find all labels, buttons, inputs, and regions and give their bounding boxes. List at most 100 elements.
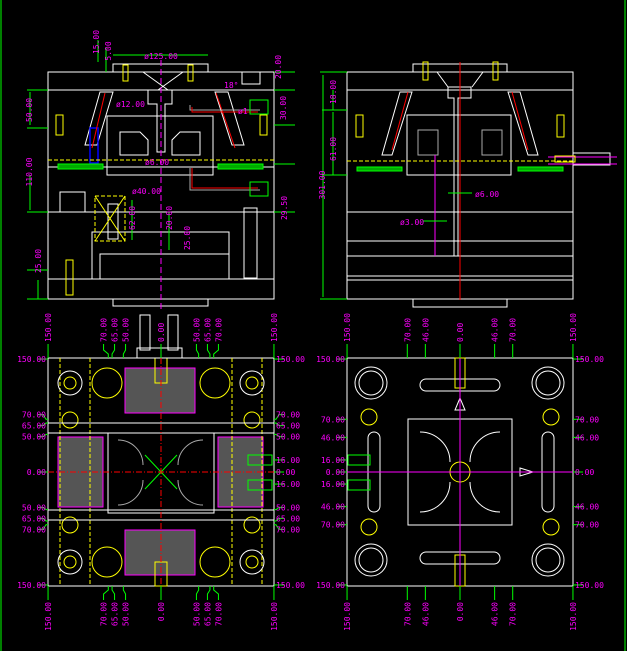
plan-left-dim-left-3: 50.00 <box>22 433 46 442</box>
plan-right-dim-top-6: 150.00 <box>569 313 578 342</box>
dim-20-top: 20.00 <box>274 55 283 79</box>
dimension-extension-line <box>38 524 48 530</box>
plan-left-dim-right-2: 65.00 <box>276 422 300 431</box>
dimension-extension-line <box>213 586 219 600</box>
plan-left-dim-bottom-3: 50.00 <box>122 602 131 626</box>
plan-right-dim-left-7: 70.00 <box>321 521 345 530</box>
front-section-right-view <box>320 61 617 308</box>
plan-left-dim-left-6: 65.00 <box>22 514 46 523</box>
dim-dia-125: ø125.00 <box>144 52 178 61</box>
dim-110: 110.00 <box>25 157 34 186</box>
dim-62: 62.00 <box>128 206 137 230</box>
plan-left-dim-right-10: 150.00 <box>276 581 305 590</box>
plan-right-dim-right-4: 46.00 <box>575 503 599 512</box>
dimension-extension-line <box>274 517 284 522</box>
plan-left-dim-left-1: 70.00 <box>22 411 46 420</box>
dim-30: 30.00 <box>279 96 288 120</box>
plan-right-dim-left-8: 150.00 <box>316 581 345 590</box>
dimension-extension-line <box>195 344 200 358</box>
dim-25-mid: 25.00 <box>183 226 192 250</box>
plan-left-dim-top-6: 65.00 <box>203 318 212 342</box>
dim-dia-12: ø12.00 <box>116 100 145 109</box>
dim-5: 5.00 <box>104 41 113 60</box>
plan-left-dim-right-3: 50.00 <box>276 433 300 442</box>
dimension-extension-line <box>195 586 200 600</box>
plan-right-dim-bottom-2: 46.00 <box>421 602 430 626</box>
dimension-extension-line <box>38 517 48 522</box>
dim-18: 18.00 <box>329 80 338 104</box>
dim-20-mid: 20.00 <box>165 206 174 230</box>
dim-25-bottom: 25.00 <box>34 249 43 273</box>
plan-left-dim-bottom-4: 0.00 <box>157 602 166 621</box>
plan-left-dim-right-7: 50.00 <box>276 503 300 512</box>
plan-left-dim-bottom-5: 50.00 <box>192 602 201 626</box>
plan-left-dim-bottom-8: 150.00 <box>270 602 279 631</box>
dimension-extension-line <box>38 433 48 438</box>
plan-right-dim-right-5: 70.00 <box>575 521 599 530</box>
dim-dia-6-right: ø6.00 <box>475 190 499 199</box>
plan-right-dim-right-1: 70.00 <box>575 415 599 424</box>
plan-left-dim-bottom-0: 150.00 <box>44 602 53 631</box>
plan-left-dim-left-0: 150.00 <box>17 355 46 364</box>
plan-right-dim-top-5: 70.00 <box>509 318 518 342</box>
plan-right-dim-left-5: 16.00 <box>321 480 345 489</box>
dim-50: 50.00 <box>25 98 34 122</box>
dimension-extension-line <box>38 422 48 427</box>
dimension-extension-line <box>103 586 109 600</box>
dim-61: 61.00 <box>329 137 338 161</box>
plan-right-dim-bottom-5: 70.00 <box>509 602 518 626</box>
plan-left-dim-bottom-7: 70.00 <box>214 602 223 626</box>
plan-left-dim-left-4: 0.00 <box>27 468 46 477</box>
plan-left-dim-top-7: 70.00 <box>214 318 223 342</box>
plan-right-dim-bottom-0: 150.00 <box>343 602 352 631</box>
plan-right-dim-bottom-3: 0.00 <box>456 602 465 621</box>
dimension-extension-line <box>274 506 284 511</box>
plan-left-dim-top-0: 150.00 <box>44 313 53 342</box>
plan-left-dim-right-6: 16.00 <box>276 480 300 489</box>
plan-left-dim-left-5: 50.00 <box>22 503 46 512</box>
plan-right-dim-top-3: 0.00 <box>456 323 465 342</box>
dimension-extension-line <box>206 344 211 358</box>
dimension-extension-line <box>122 586 127 600</box>
plan-left-dim-bottom-2: 65.00 <box>111 602 120 626</box>
plan-left-dim-right-9: 70.00 <box>276 525 300 534</box>
dim-dia-3: ø3.00 <box>400 218 424 227</box>
plan-left-dim-left-7: 70.00 <box>22 525 46 534</box>
dimension-labels: 15.00 5.00 ø125.00 20.00 18° 50.00 ø12.0… <box>17 30 604 631</box>
dim-29-5: 29.50 <box>280 196 289 220</box>
dimension-extension-line <box>111 586 116 600</box>
plan-right-dim-top-0: 150.00 <box>343 313 352 342</box>
dimension-extension-line <box>111 344 116 358</box>
plan-right-dim-bottom-6: 150.00 <box>569 602 578 631</box>
dim-301: 301.00 <box>318 170 327 199</box>
front-section-left-view <box>27 40 295 310</box>
plan-right-dim-bottom-1: 70.00 <box>403 602 412 626</box>
dimension-extension-line <box>38 414 48 420</box>
plan-left-dim-top-2: 65.00 <box>111 318 120 342</box>
plan-left-view <box>47 314 275 587</box>
dimension-extension-line <box>122 344 127 358</box>
plan-right-dim-left-2: 46.00 <box>321 433 345 442</box>
dimension-extension-line <box>213 344 219 358</box>
plan-right-dim-left-4: 0.00 <box>326 468 345 477</box>
plan-right-view <box>340 350 580 596</box>
dimension-extension-line <box>206 586 211 600</box>
plan-right-dim-bottom-4: 46.00 <box>491 602 500 626</box>
plan-left-dim-bottom-6: 65.00 <box>203 602 212 626</box>
dimension-extension-line <box>38 506 48 511</box>
plan-left-dim-right-8: 65.00 <box>276 514 300 523</box>
plan-right-dim-left-0: 150.00 <box>316 355 345 364</box>
dimension-extension-line <box>274 422 284 427</box>
plan-right-dim-right-3: 0.00 <box>575 468 594 477</box>
plan-right-dim-right-6: 150.00 <box>575 581 604 590</box>
dim-angle-18: 18° <box>224 81 238 90</box>
plan-left-dim-bottom-1: 70.00 <box>100 602 109 626</box>
plan-left-dim-top-5: 50.00 <box>192 318 201 342</box>
dimension-extension-line <box>274 524 284 530</box>
plan-left-dim-top-8: 150.00 <box>270 313 279 342</box>
plan-right-dim-top-2: 46.00 <box>421 318 430 342</box>
plan-left-dim-right-5: 0.00 <box>276 468 295 477</box>
dim-dia-6: ø6.00 <box>145 158 169 167</box>
plan-right-dim-left-3: 16.00 <box>321 456 345 465</box>
